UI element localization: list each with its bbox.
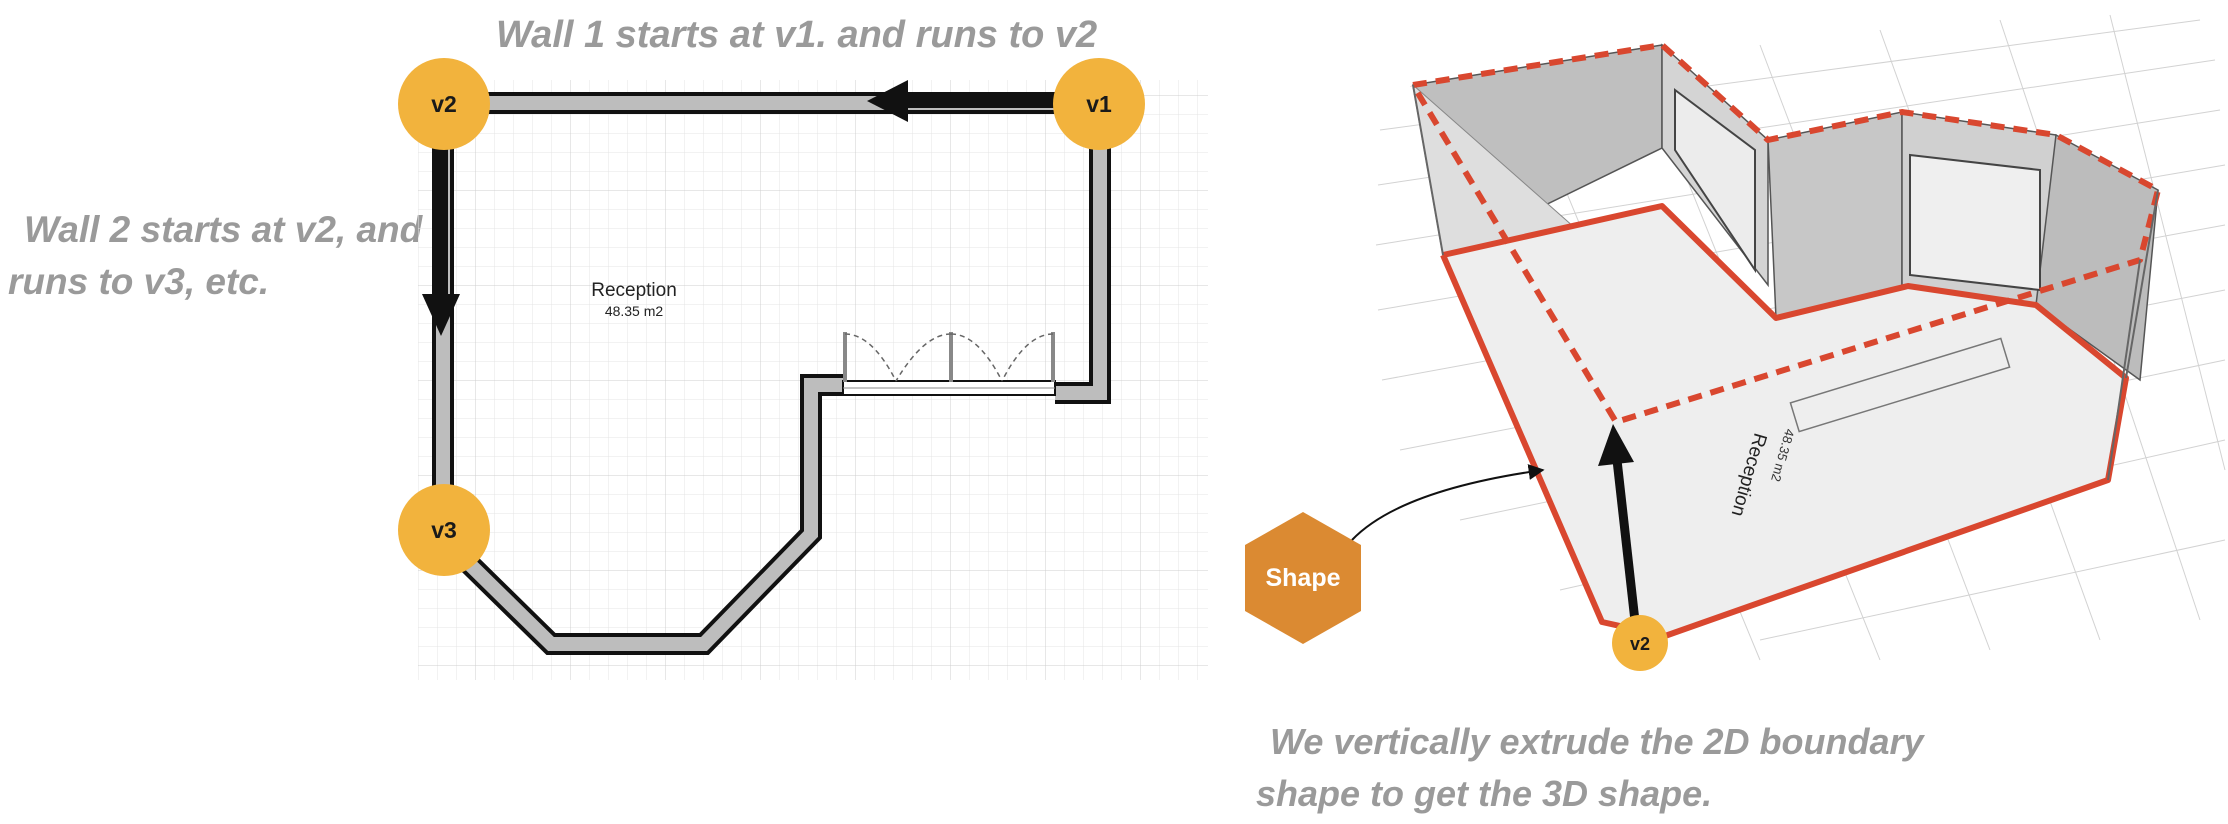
wall2-caption-line2: runs to v3, etc. [8, 261, 270, 302]
vertex-marker-v2: v2 [398, 58, 490, 150]
boundary-extruded-dashed [1410, 42, 2161, 425]
extrusion-arrow [1598, 424, 1641, 631]
wall2-caption-line1: Wall 2 starts at v2, and [24, 209, 423, 250]
extrude-caption-line1: We vertically extrude the 2D boundary [1270, 721, 1924, 762]
shape-hexagon: Shape [1245, 512, 1361, 644]
wall2-caption: Wall 2 starts at v2, and runs to v3, etc… [8, 204, 422, 308]
view-3d: Reception 48.35 m2 Shape v2 [1245, 14, 2226, 671]
vertical-edges [1412, 84, 2159, 481]
door-swings [844, 333, 1054, 382]
floor-slab [1443, 206, 2126, 636]
shape-pointer-arrow [1351, 464, 1545, 541]
shape-label: Shape [1265, 564, 1340, 592]
vertex-marker-v3: v3 [398, 484, 490, 576]
vertex-marker-v2-3d: v2 [1612, 615, 1668, 671]
vertex-label-v2: v2 [431, 91, 457, 117]
wall1-direction-arrow [867, 80, 1072, 122]
extrude-caption: We vertically extrude the 2D boundary sh… [1256, 716, 1924, 820]
vertex-label-v2-3d: v2 [1630, 634, 1650, 654]
extrude-caption-line2: shape to get the 3D shape. [1256, 773, 1713, 814]
floor-plan: Reception 48.35 m2 v1 v2 v3 [398, 58, 1208, 680]
vertex-label-v1: v1 [1086, 91, 1112, 117]
vertex-label-v3: v3 [431, 517, 457, 543]
room-area-label: 48.35 m2 [605, 303, 664, 319]
wall1-caption: Wall 1 starts at v1. and runs to v2 [496, 14, 1098, 56]
room-name-label: Reception [591, 280, 677, 301]
floor-label-box [1789, 337, 2011, 433]
vertex-marker-v1: v1 [1053, 58, 1145, 150]
wall2-direction-arrow [422, 130, 460, 336]
